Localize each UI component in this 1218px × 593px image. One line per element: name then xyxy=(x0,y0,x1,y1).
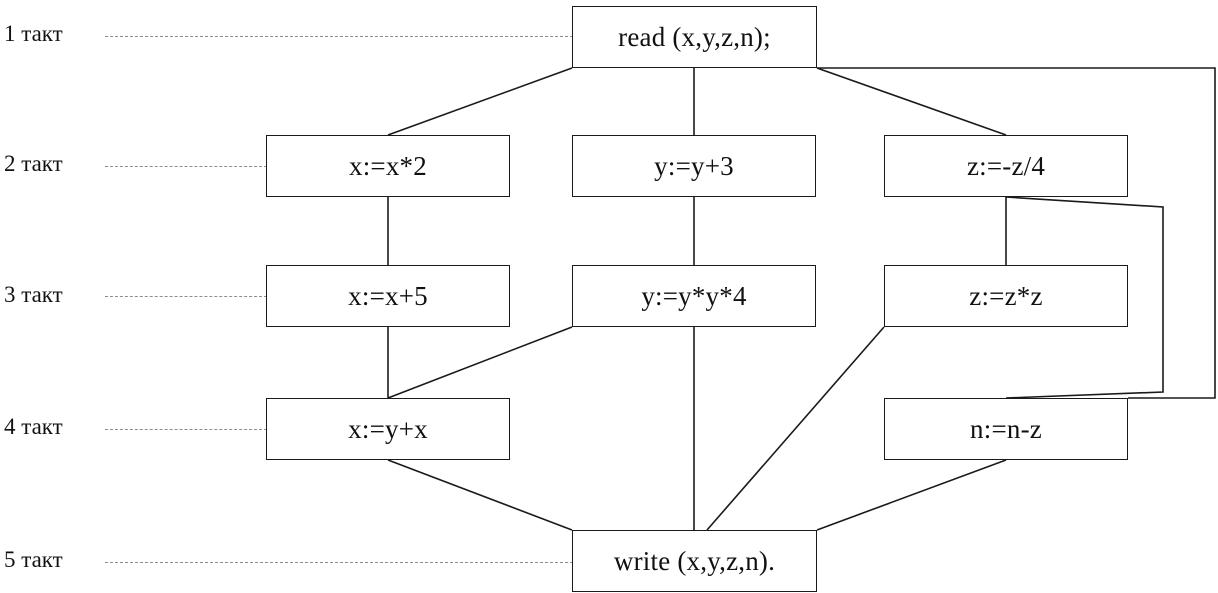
tick-5-dashed-line xyxy=(105,562,573,563)
tick-1-dashed-line xyxy=(105,36,573,37)
edge-zz-to-write xyxy=(706,326,885,531)
edge-read-to-z4 xyxy=(816,67,1007,136)
edge-nz-to-write xyxy=(816,459,1007,531)
node-read[interactable]: read (x,y,z,n); xyxy=(572,6,817,68)
node-n-minus-z-label: n:=n-z xyxy=(970,413,1042,444)
node-y-plus-3-label: y:=y+3 xyxy=(654,150,734,181)
edge-read-to-outer-right xyxy=(817,67,1216,399)
node-x-eq-y-plus-x-label: x:=y+x xyxy=(348,413,428,444)
tick-5-label: 5 такт xyxy=(4,547,63,572)
edge-yy4-to-xyx xyxy=(387,326,573,399)
node-y-mul-y-4[interactable]: y:=y*y*4 xyxy=(572,265,816,327)
tick-1-label: 1 такт xyxy=(4,21,63,46)
tick-3-dashed-line xyxy=(105,296,267,297)
node-write-label: write (x,y,z,n). xyxy=(613,545,776,576)
edge-read-to-x2 xyxy=(387,67,573,136)
node-z-mul-z[interactable]: z:=z*z xyxy=(884,265,1128,327)
tick-3-label: 3 такт xyxy=(4,282,63,307)
node-n-minus-z[interactable]: n:=n-z xyxy=(884,398,1128,460)
node-x-eq-y-plus-x[interactable]: x:=y+x xyxy=(266,398,510,460)
node-y-mul-y-4-label: y:=y*y*4 xyxy=(641,280,747,311)
node-z-mul-z-label: z:=z*z xyxy=(969,280,1043,311)
edge-xyx-to-write xyxy=(387,459,573,531)
node-z-neg-div4-label: z:=-z/4 xyxy=(966,150,1046,181)
node-y-plus-3[interactable]: y:=y+3 xyxy=(572,135,816,197)
node-x-mul-2-label: x:=x*2 xyxy=(349,150,427,181)
node-z-neg-div4[interactable]: z:=-z/4 xyxy=(884,135,1128,197)
node-x-mul-2[interactable]: x:=x*2 xyxy=(266,135,510,197)
node-read-label: read (x,y,z,n); xyxy=(618,21,771,52)
node-x-plus-5-label: x:=x+5 xyxy=(348,280,428,311)
node-write[interactable]: write (x,y,z,n). xyxy=(572,530,817,592)
tick-2-label: 2 такт xyxy=(4,151,63,176)
node-x-plus-5[interactable]: x:=x+5 xyxy=(266,265,510,327)
tick-2-dashed-line xyxy=(105,166,267,167)
tick-4-label: 4 такт xyxy=(4,414,63,439)
tick-4-dashed-line xyxy=(105,429,267,430)
